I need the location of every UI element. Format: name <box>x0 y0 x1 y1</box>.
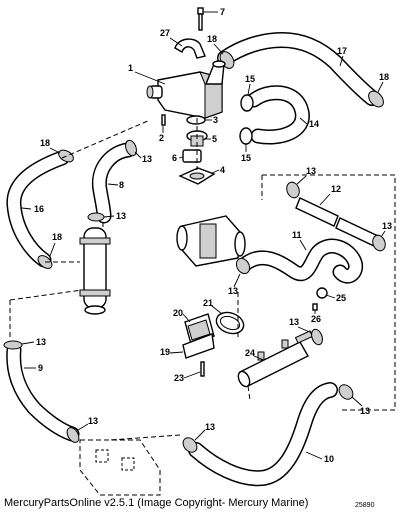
callout-4: 4 <box>220 165 225 175</box>
callout-10: 10 <box>324 454 334 464</box>
callout-26: 26 <box>311 314 321 324</box>
hose-clamp-13-cooler <box>311 328 354 400</box>
elbow-hose-14 <box>246 85 310 145</box>
plug-26 <box>312 303 318 311</box>
copyright-caption: MercuryPartsOnline v2.5.1 (Image Copyrig… <box>4 497 309 509</box>
callout-2: 2 <box>159 133 164 143</box>
callout-9: 9 <box>38 363 43 373</box>
callout-21: 21 <box>203 298 213 308</box>
hose-12 <box>295 197 379 247</box>
callout-16: 16 <box>34 204 44 214</box>
callout-13-h: 13 <box>36 337 46 347</box>
screw-23 <box>200 361 205 377</box>
bracket-27 <box>174 38 206 59</box>
callout-24: 24 <box>245 348 255 358</box>
hose-11 <box>236 238 363 284</box>
hose-clamp-13-right-upper <box>286 181 386 252</box>
clamp-21 <box>215 311 245 335</box>
heat-exchanger <box>79 227 111 315</box>
callout-13-g: 13 <box>360 406 370 416</box>
callout-13-f: 13 <box>289 317 299 327</box>
thermostat-housing-1 <box>146 60 226 119</box>
hose-clamp-13-center <box>235 257 251 275</box>
callout-7: 7 <box>220 7 225 17</box>
callout-13-b: 13 <box>116 211 126 221</box>
callout-18-top: 18 <box>207 34 217 44</box>
gasket-3 <box>186 115 206 125</box>
fitting-25 <box>316 287 328 299</box>
callout-13-a: 13 <box>142 154 152 164</box>
hose-clamp-15 <box>239 94 254 145</box>
hose-clamp-13-lower <box>182 437 198 453</box>
callout-13-j: 13 <box>205 422 215 432</box>
hose-clamp-13-lower-left <box>3 340 80 443</box>
diagram-code: 25890 <box>355 502 375 509</box>
callout-18-left-top: 18 <box>40 138 50 148</box>
callout-6: 6 <box>172 153 177 163</box>
callout-19: 19 <box>160 347 170 357</box>
callout-8: 8 <box>119 180 124 190</box>
screw-2 <box>161 114 166 126</box>
engine-outline <box>79 439 161 496</box>
callout-14: 14 <box>309 119 319 129</box>
callout-13-i: 13 <box>88 416 98 426</box>
cooler-24 <box>237 330 314 388</box>
callout-18-left-bottom: 18 <box>52 232 62 242</box>
callout-3: 3 <box>213 115 218 125</box>
callout-12: 12 <box>331 184 341 194</box>
callout-20: 20 <box>173 308 183 318</box>
callout-11: 11 <box>292 230 302 240</box>
callout-17: 17 <box>337 46 347 56</box>
hose-9 <box>6 342 80 442</box>
hose-clamp-13-upper <box>87 139 137 222</box>
callout-15-bottom: 15 <box>241 153 251 163</box>
callout-5: 5 <box>212 134 217 144</box>
callout-13-c: 13 <box>306 166 316 176</box>
bolt-7 <box>197 7 204 31</box>
callout-18-right: 18 <box>379 72 389 82</box>
callout-13-e: 13 <box>228 286 238 296</box>
callout-25: 25 <box>336 293 346 303</box>
hose-16 <box>6 150 70 268</box>
hose-8 <box>91 142 136 224</box>
bracket-22 <box>182 333 215 359</box>
sea-water-pump <box>176 215 246 267</box>
callout-15-top: 15 <box>245 74 255 84</box>
callout-27: 27 <box>160 28 170 38</box>
hose-10 <box>188 382 338 487</box>
seal-6 <box>182 149 202 163</box>
callout-1: 1 <box>128 63 133 73</box>
gasket-4 <box>178 167 216 185</box>
hose-17 <box>217 31 380 106</box>
callout-13-d: 13 <box>382 221 392 231</box>
callout-23: 23 <box>174 373 184 383</box>
